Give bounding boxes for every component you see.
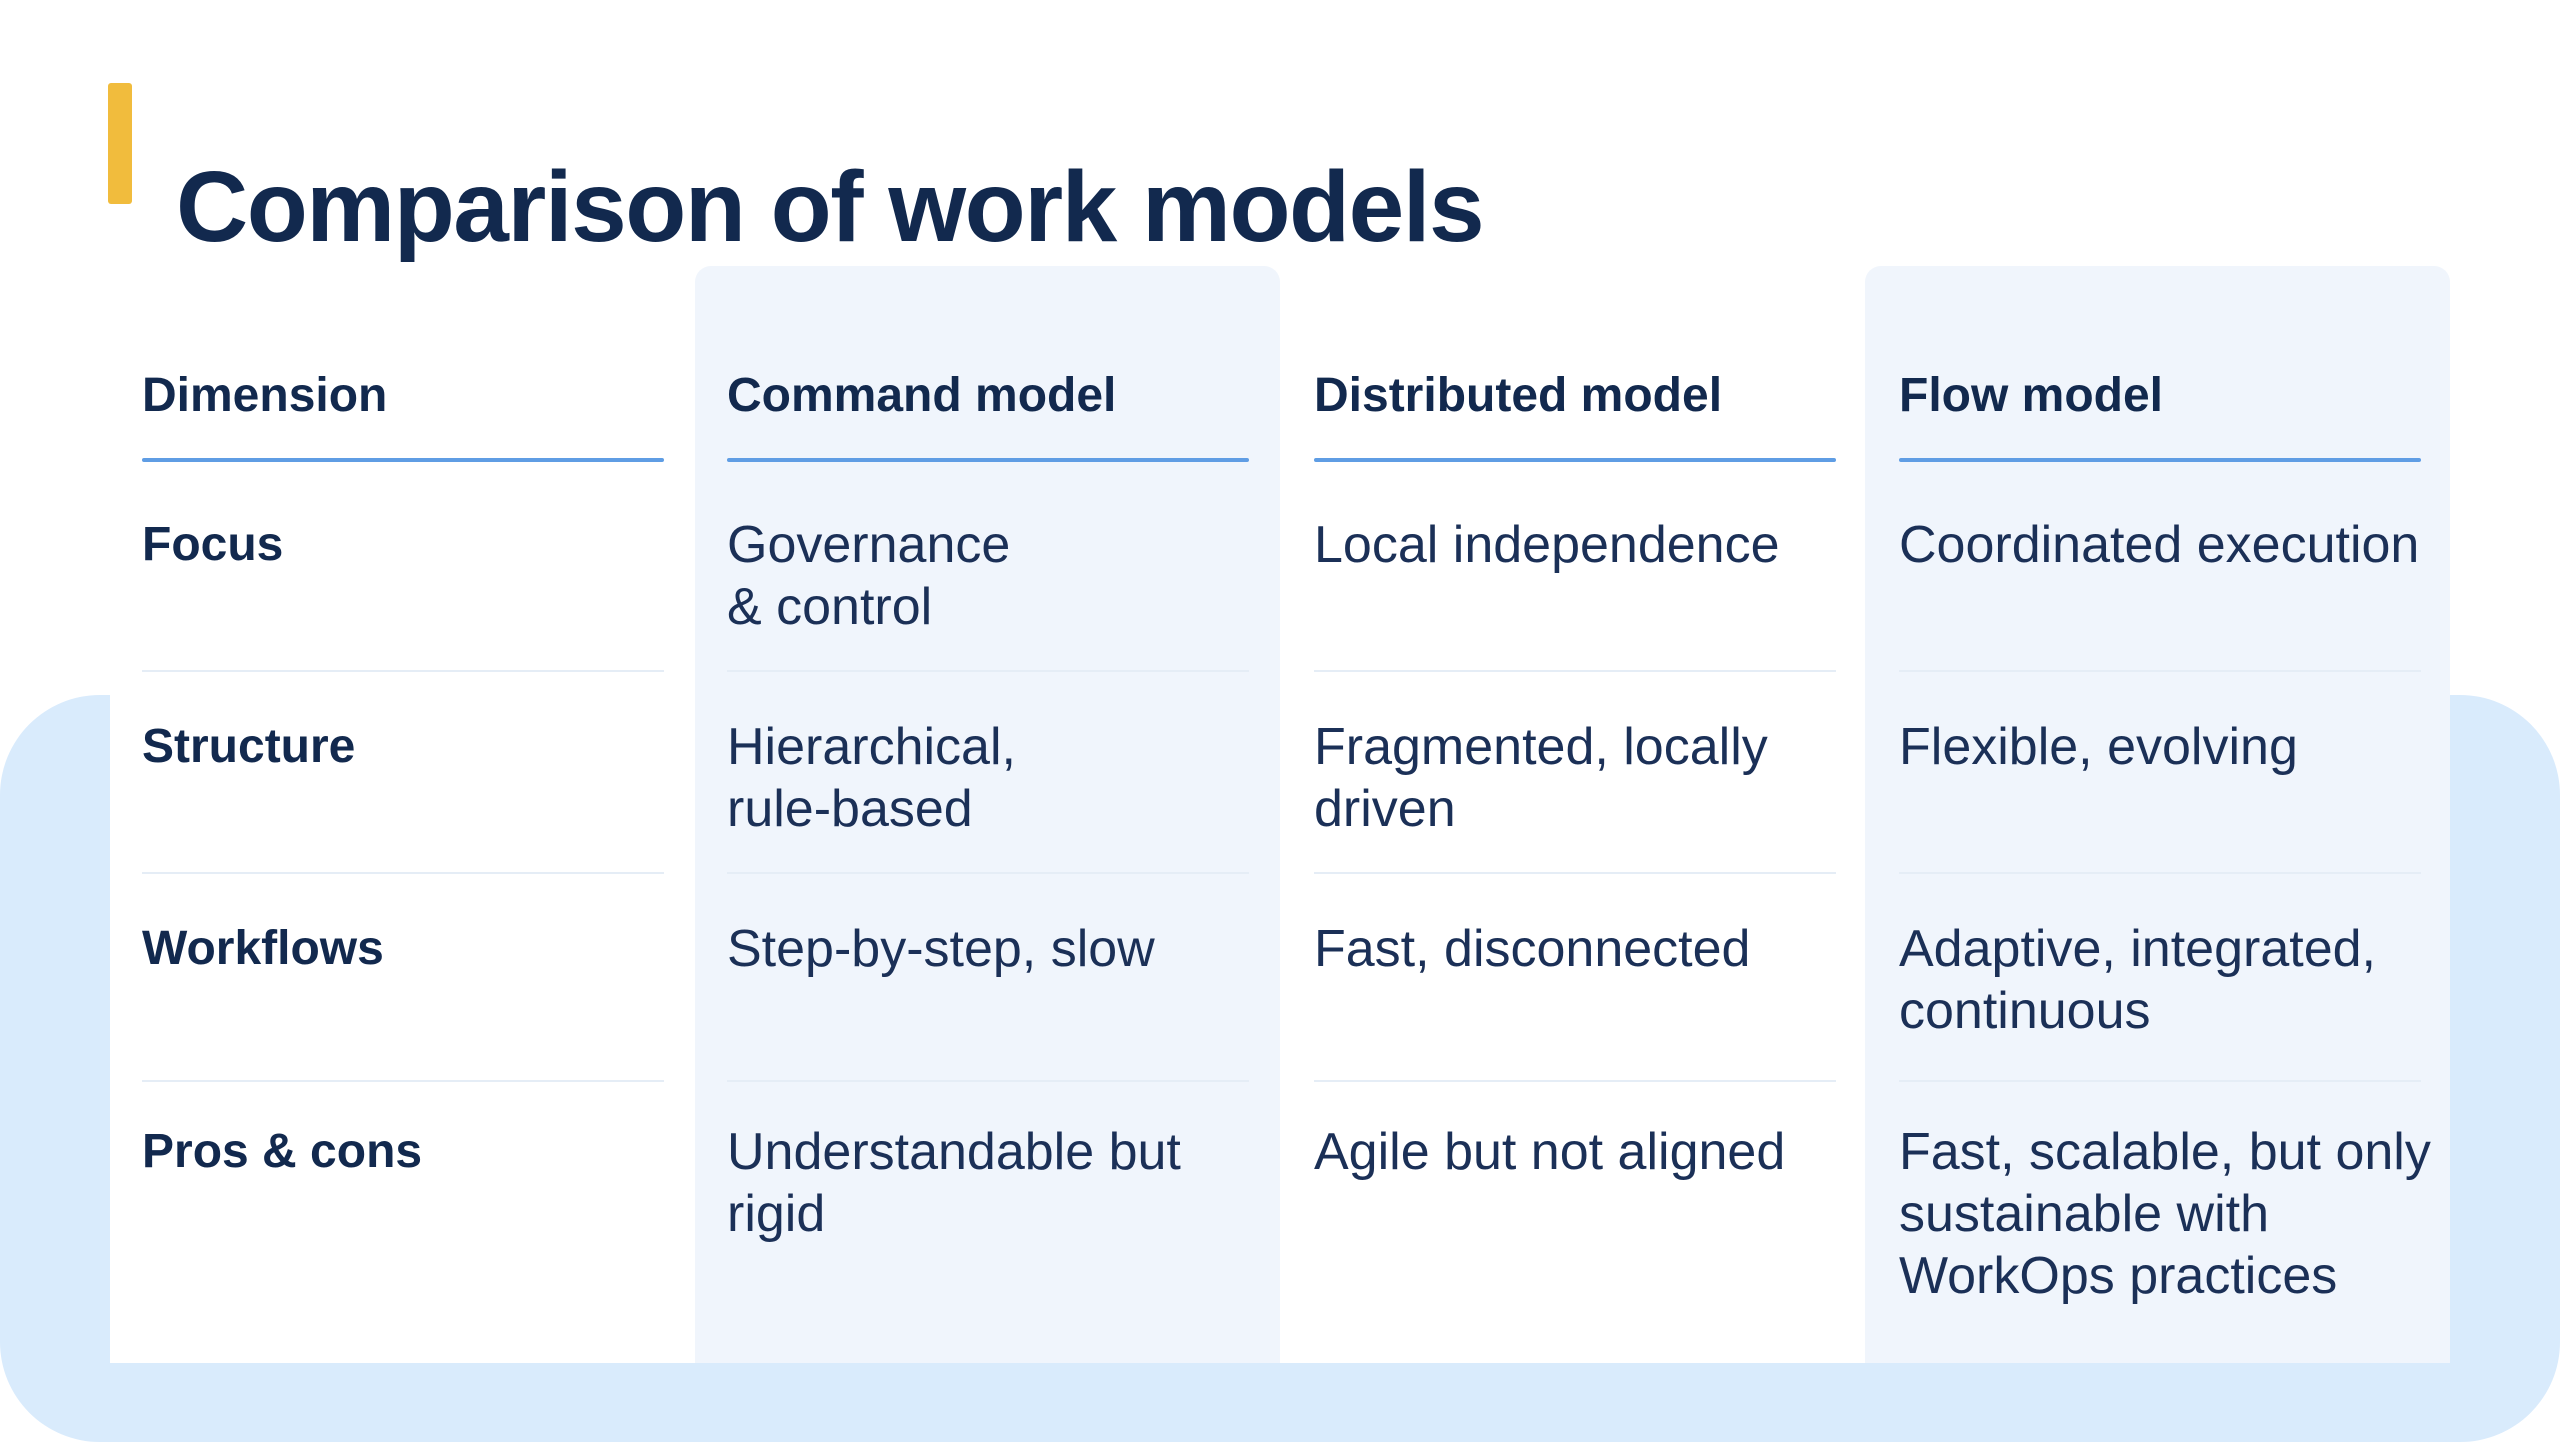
row-divider xyxy=(727,670,1249,672)
row-divider xyxy=(142,670,664,672)
column-header-flow-model: Flow model xyxy=(1899,369,2163,422)
row-label-workflows: Workflows xyxy=(142,922,384,975)
header-underline xyxy=(727,458,1249,462)
row-label-structure: Structure xyxy=(142,720,356,773)
flow-model-column-panel xyxy=(1865,266,2450,1363)
column-header-command-model: Command model xyxy=(727,369,1117,422)
command-model-column-panel xyxy=(695,266,1280,1363)
header-underline xyxy=(1314,458,1836,462)
cell-flow-workflows: Adaptive, integrated, continuous xyxy=(1899,920,2376,1040)
column-command-model: Command model Governance & control Hiera… xyxy=(727,0,1249,1363)
cell-distributed-structure: Fragmented, locally driven xyxy=(1314,718,1768,838)
row-divider xyxy=(1314,670,1836,672)
row-divider xyxy=(727,1080,1249,1082)
row-divider xyxy=(727,872,1249,874)
row-divider xyxy=(142,872,664,874)
row-divider xyxy=(1899,872,2421,874)
cell-command-focus: Governance & control xyxy=(727,516,1011,636)
cell-flow-pros-cons: Fast, scalable, but only sustainable wit… xyxy=(1899,1123,2431,1305)
column-flow-model: Flow model Coordinated execution Flexibl… xyxy=(1899,0,2431,1363)
row-divider xyxy=(1899,1080,2421,1082)
row-divider xyxy=(1314,872,1836,874)
cell-distributed-workflows: Fast, disconnected xyxy=(1314,920,1751,978)
column-header-distributed-model: Distributed model xyxy=(1314,369,1723,422)
header-underline xyxy=(1899,458,2421,462)
column-distributed-model: Distributed model Local independence Fra… xyxy=(1314,0,1836,1363)
row-divider xyxy=(142,1080,664,1082)
row-label-focus: Focus xyxy=(142,518,284,571)
cell-distributed-pros-cons: Agile but not aligned xyxy=(1314,1123,1786,1181)
cell-flow-structure: Flexible, evolving xyxy=(1899,718,2298,776)
header-underline xyxy=(142,458,664,462)
row-label-pros-cons: Pros & cons xyxy=(142,1125,423,1178)
cell-flow-focus: Coordinated execution xyxy=(1899,516,2420,574)
row-divider xyxy=(1899,670,2421,672)
cell-command-pros-cons: Understandable but rigid xyxy=(727,1123,1181,1243)
row-divider xyxy=(1314,1080,1836,1082)
title-accent-bar xyxy=(108,83,132,204)
cell-distributed-focus: Local independence xyxy=(1314,516,1780,574)
cell-command-structure: Hierarchical, rule-based xyxy=(727,718,1016,838)
page-title: Comparison of work models xyxy=(176,151,1485,263)
cell-command-workflows: Step-by-step, slow xyxy=(727,920,1155,978)
column-header-dimension: Dimension xyxy=(142,369,388,422)
column-dimension: Dimension Focus Structure Workflows Pros… xyxy=(142,0,664,1363)
